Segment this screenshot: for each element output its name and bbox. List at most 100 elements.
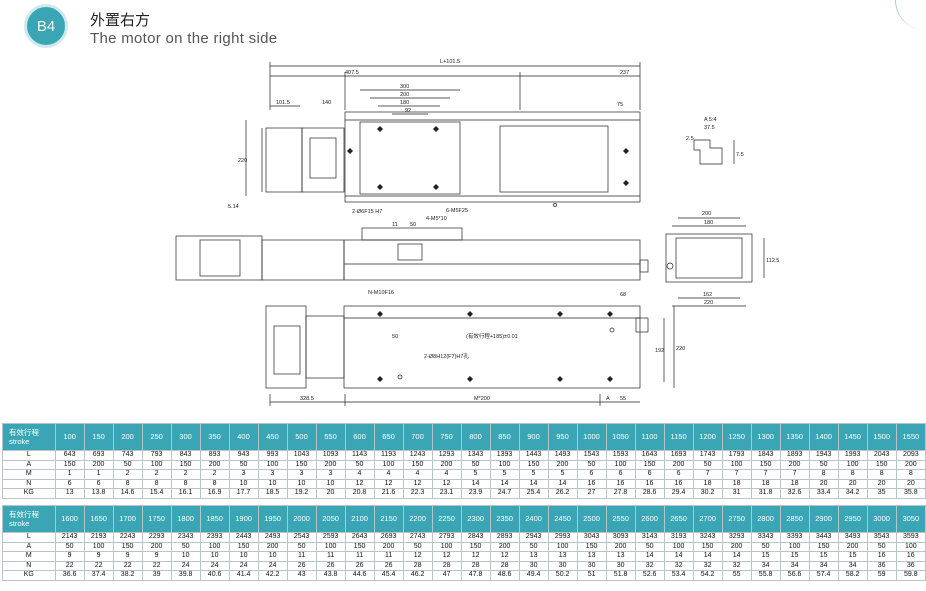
stroke-value: 2150 — [373, 505, 404, 533]
table-cell: 55.8 — [750, 570, 781, 581]
table-cell: 150 — [112, 541, 143, 552]
table-cell: 743 — [112, 450, 143, 461]
table-cell: 10 — [315, 478, 346, 489]
table-cell: 200 — [489, 541, 520, 552]
table-cell: 22 — [54, 560, 85, 571]
table-cell: 13.8 — [83, 488, 114, 499]
table-cell: 15 — [808, 551, 839, 562]
table-cell: 26 — [373, 560, 404, 571]
table-cell: 150 — [634, 459, 665, 470]
table-cell: 1093 — [315, 450, 346, 461]
table-cell: 5 — [547, 469, 578, 480]
stroke-label-en: stroke — [9, 519, 30, 528]
table-cell: 16 — [895, 551, 926, 562]
table-cell: 5 — [518, 469, 549, 480]
page-title-en: The motor on the right side — [90, 30, 278, 47]
table-cell: 2993 — [547, 532, 578, 543]
top-view: L+101.5 407.5 237 300 200 180 92 101.5 1… — [228, 59, 641, 215]
table-cell: 12 — [489, 551, 520, 562]
table-cell: 7 — [692, 469, 723, 480]
table-cell: 793 — [141, 450, 172, 461]
table-cell: 9 — [112, 551, 143, 562]
end-view: 200 180 162 220 112.5 — [665, 211, 779, 307]
table-cell: 200 — [605, 541, 636, 552]
table-cell: 59.8 — [895, 570, 926, 581]
table-cell: 16.9 — [199, 488, 230, 499]
table-cell: 1393 — [489, 450, 520, 461]
table-cell: 2543 — [286, 532, 317, 543]
table-cell: 8 — [837, 469, 868, 480]
table-cell: 6 — [605, 469, 636, 480]
table-cell: 10 — [199, 551, 230, 562]
table-cell: 27 — [576, 488, 607, 499]
svg-text:220: 220 — [676, 346, 685, 352]
stroke-value: 2700 — [692, 505, 723, 533]
stroke-value: 2200 — [402, 505, 433, 533]
dim-237: 237 — [620, 70, 629, 76]
table-cell: 100 — [605, 459, 636, 470]
stroke-value: 1900 — [228, 505, 259, 533]
detail-view: A 5:4 37.5 2.5 7.5 — [686, 117, 744, 165]
table-cell: 10 — [228, 551, 259, 562]
table-cell: 6 — [54, 478, 85, 489]
table-cell: 6 — [83, 478, 114, 489]
table-cell: 16 — [663, 478, 694, 489]
table-cell: 9 — [83, 551, 114, 562]
table-cell: 15.4 — [141, 488, 172, 499]
stroke-value: 1800 — [170, 505, 201, 533]
table-cell: 2893 — [489, 532, 520, 543]
table-cell: 1693 — [663, 450, 694, 461]
table-cell: 14.6 — [112, 488, 143, 499]
svg-text:180: 180 — [400, 100, 409, 106]
row-label: KG — [2, 488, 56, 499]
table-cell: 3293 — [721, 532, 752, 543]
table-cell: 2343 — [170, 532, 201, 543]
table-cell: 59 — [866, 570, 897, 581]
table-cell: 100 — [837, 459, 868, 470]
stroke-value: 750 — [431, 423, 462, 451]
svg-text:37.5: 37.5 — [704, 125, 715, 131]
table-cell: 3443 — [808, 532, 839, 543]
table-cell: 14 — [460, 478, 491, 489]
table-cell: 200 — [315, 459, 346, 470]
stroke-value: 2000 — [286, 505, 317, 533]
table-cell: 46.2 — [402, 570, 433, 581]
table-cell: 30 — [576, 560, 607, 571]
table-cell: 20 — [315, 488, 346, 499]
table-cell: 15 — [779, 551, 810, 562]
table-cell: 50 — [170, 541, 201, 552]
table-cell: 150 — [576, 541, 607, 552]
table-cell: 643 — [54, 450, 85, 461]
stroke-value: 400 — [228, 423, 259, 451]
table-cell: 100 — [199, 541, 230, 552]
table-cell: 200 — [257, 541, 288, 552]
table-cell: 50 — [344, 459, 375, 470]
table-cell: 32.6 — [779, 488, 810, 499]
svg-text:200: 200 — [702, 211, 711, 217]
stroke-value: 1700 — [112, 505, 143, 533]
table-cell: 1293 — [431, 450, 462, 461]
row-label: L — [2, 532, 56, 543]
row-label: N — [2, 478, 56, 489]
svg-text:328.5: 328.5 — [300, 396, 314, 402]
table-cell: 10 — [170, 551, 201, 562]
svg-text:101.5: 101.5 — [276, 100, 290, 106]
table-cell: 14 — [547, 478, 578, 489]
table-cell: 2293 — [141, 532, 172, 543]
table-cell: 50 — [460, 459, 491, 470]
table-cell: 16 — [634, 478, 665, 489]
table-cell: 28 — [460, 560, 491, 571]
table-cell: 150 — [750, 459, 781, 470]
table-cell: 100 — [779, 541, 810, 552]
table-cell: 943 — [228, 450, 259, 461]
stroke-value: 1600 — [54, 505, 85, 533]
dim-407: 407.5 — [345, 70, 359, 76]
table-cell: 200 — [721, 541, 752, 552]
svg-text:50: 50 — [410, 222, 416, 228]
table-cell: 2 — [170, 469, 201, 480]
table-cell: 2843 — [460, 532, 491, 543]
